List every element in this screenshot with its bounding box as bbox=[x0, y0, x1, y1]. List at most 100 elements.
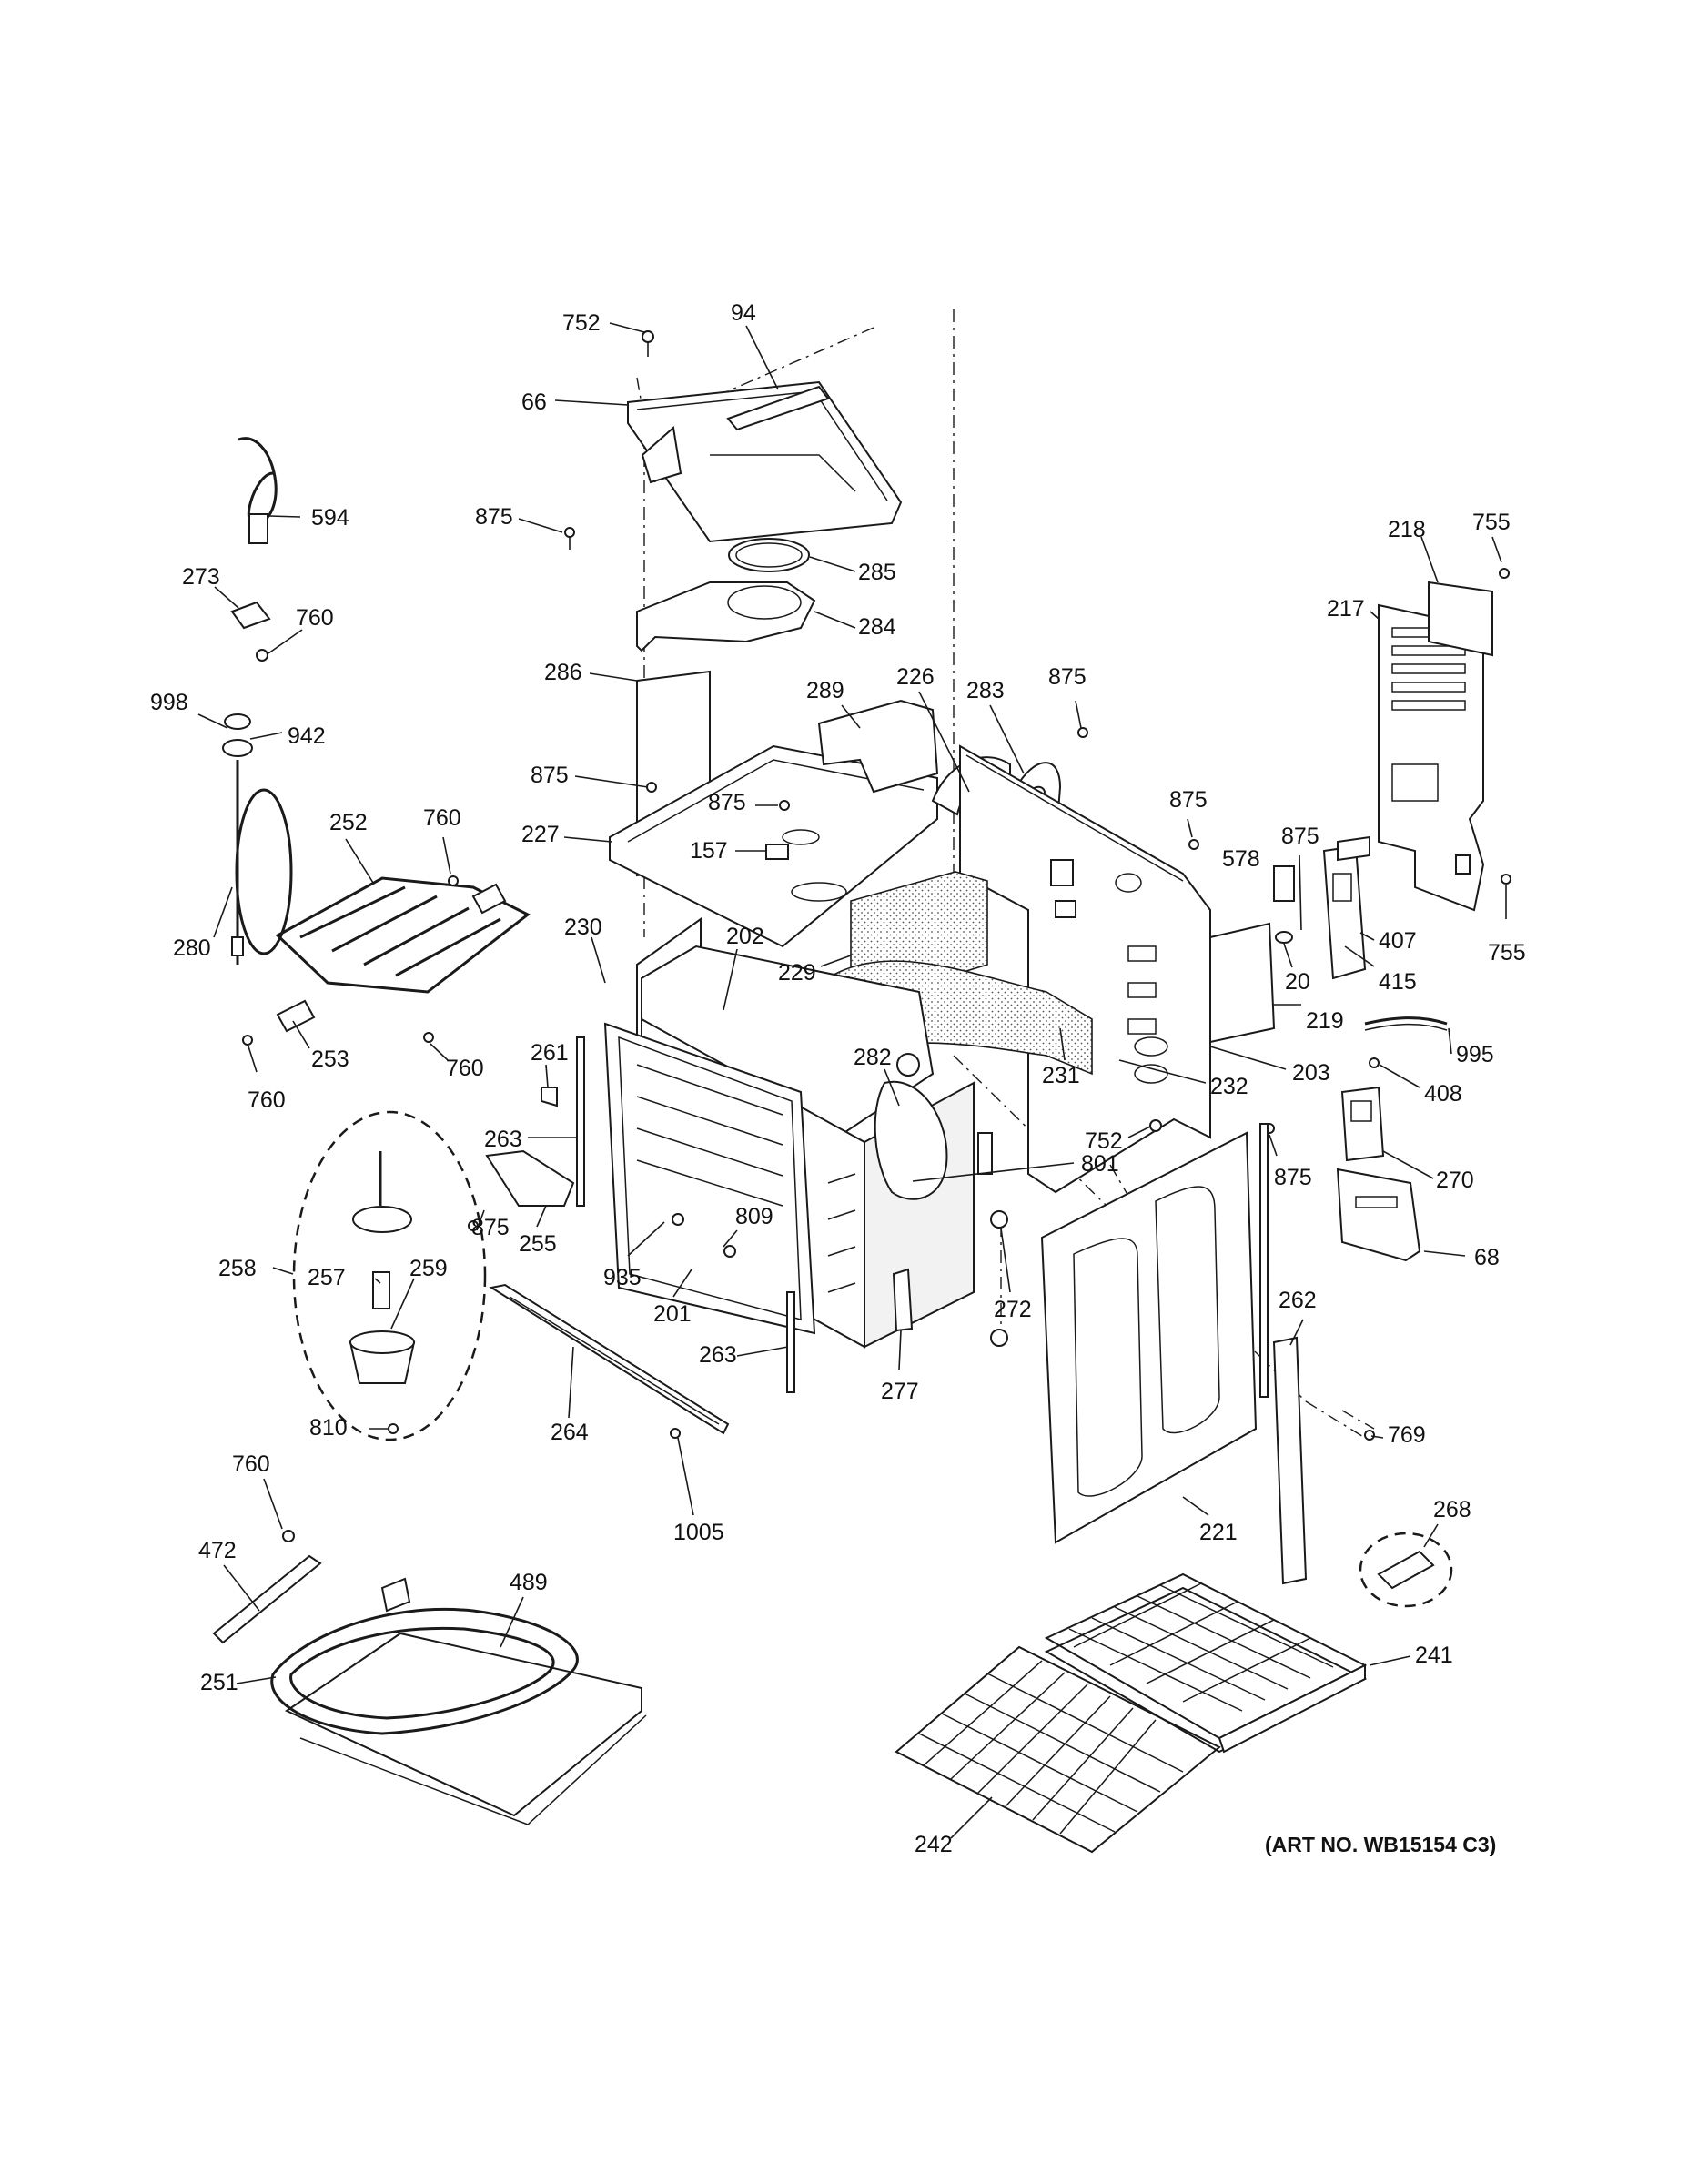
trim-bracket bbox=[485, 1149, 575, 1207]
callout-251: 251 bbox=[200, 1670, 238, 1695]
callout-241: 241 bbox=[1415, 1643, 1453, 1668]
front-trim-bottom bbox=[786, 1291, 795, 1393]
convection-fan bbox=[349, 1151, 416, 1384]
bumper-lower bbox=[990, 1329, 1008, 1347]
callout-232: 232 bbox=[1210, 1074, 1248, 1099]
callout-875: 875 bbox=[1169, 787, 1208, 813]
callout-252: 252 bbox=[329, 810, 368, 835]
front-trim-left bbox=[576, 1036, 585, 1207]
callout-752: 752 bbox=[562, 310, 601, 336]
callout-942: 942 bbox=[288, 723, 326, 749]
heat-shield-bracket bbox=[1209, 922, 1276, 1044]
callout-221: 221 bbox=[1199, 1520, 1238, 1545]
callout-809: 809 bbox=[735, 1204, 773, 1229]
broil-element bbox=[275, 876, 531, 994]
callout-94: 94 bbox=[731, 300, 756, 326]
meat-probe-jack bbox=[230, 437, 278, 662]
duct-gasket bbox=[728, 538, 810, 572]
art-number: (ART NO. WB15154 C3) bbox=[1265, 1833, 1496, 1856]
callout-489: 489 bbox=[510, 1570, 548, 1595]
callout-268: 268 bbox=[1433, 1497, 1471, 1522]
screw-875-top bbox=[564, 527, 575, 550]
leader-lines bbox=[197, 322, 1507, 1839]
callout-231: 231 bbox=[1042, 1063, 1080, 1088]
callout-755: 755 bbox=[1488, 940, 1526, 966]
callout-203: 203 bbox=[1292, 1060, 1330, 1086]
bake-element-shield bbox=[212, 1554, 322, 1644]
callout-258: 258 bbox=[218, 1256, 257, 1281]
callout-229: 229 bbox=[778, 960, 816, 986]
callout-594: 594 bbox=[311, 505, 349, 531]
board-bracket bbox=[1337, 835, 1370, 862]
callout-labels: 752 94 66 875 285 284 286 289 226 283 87… bbox=[150, 300, 1526, 1857]
callout-283: 283 bbox=[966, 678, 1005, 703]
side-panel bbox=[1040, 1131, 1258, 1544]
rack-glide-detail bbox=[1359, 1532, 1453, 1608]
callout-253: 253 bbox=[311, 1046, 349, 1072]
callout-875: 875 bbox=[475, 504, 513, 530]
callout-157: 157 bbox=[690, 838, 728, 864]
callout-760: 760 bbox=[232, 1451, 270, 1477]
callout-875: 875 bbox=[471, 1215, 510, 1240]
top-vent-trim bbox=[627, 380, 903, 543]
element-bracket bbox=[276, 999, 316, 1033]
callout-255: 255 bbox=[519, 1231, 557, 1257]
callout-284: 284 bbox=[858, 614, 896, 640]
callout-257: 257 bbox=[308, 1265, 346, 1290]
callout-272: 272 bbox=[994, 1297, 1032, 1322]
callout-230: 230 bbox=[564, 915, 602, 940]
sensor-bracket bbox=[817, 699, 939, 794]
callout-273: 273 bbox=[182, 564, 220, 590]
callout-875: 875 bbox=[708, 790, 746, 815]
callout-760: 760 bbox=[423, 805, 461, 831]
terminal-cover bbox=[1336, 1168, 1421, 1262]
callout-285: 285 bbox=[858, 560, 896, 585]
callout-875: 875 bbox=[1048, 664, 1087, 690]
callout-218: 218 bbox=[1388, 517, 1426, 542]
callout-760: 760 bbox=[296, 605, 334, 631]
callout-219: 219 bbox=[1306, 1008, 1344, 1034]
callout-875: 875 bbox=[531, 763, 569, 788]
callout-935: 935 bbox=[603, 1265, 642, 1290]
callout-66: 66 bbox=[521, 389, 547, 415]
callout-262: 262 bbox=[1279, 1288, 1317, 1313]
callout-875: 875 bbox=[1274, 1165, 1312, 1190]
callout-259: 259 bbox=[409, 1256, 448, 1281]
flat-rack bbox=[895, 1645, 1221, 1854]
callout-408: 408 bbox=[1424, 1081, 1462, 1107]
callout-277: 277 bbox=[881, 1379, 919, 1404]
bake-element bbox=[270, 1577, 647, 1825]
callout-998: 998 bbox=[150, 690, 188, 715]
thermal-fuse bbox=[1273, 865, 1295, 902]
control-board bbox=[1322, 844, 1367, 980]
callout-202: 202 bbox=[726, 924, 764, 949]
callout-68: 68 bbox=[1474, 1245, 1500, 1270]
convection-cover bbox=[874, 1080, 948, 1200]
screw-752-top bbox=[642, 330, 654, 357]
callout-261: 261 bbox=[531, 1040, 569, 1066]
callout-760: 760 bbox=[248, 1087, 286, 1113]
callout-201: 201 bbox=[653, 1301, 692, 1327]
callout-415: 415 bbox=[1379, 969, 1417, 995]
callout-760: 760 bbox=[446, 1056, 484, 1081]
hinge-receiver bbox=[541, 1087, 558, 1107]
callout-407: 407 bbox=[1379, 928, 1417, 954]
sensor-assembly bbox=[222, 713, 293, 965]
callout-472: 472 bbox=[198, 1538, 237, 1563]
callout-242: 242 bbox=[915, 1832, 953, 1857]
callout-217: 217 bbox=[1327, 596, 1365, 622]
callout-263: 263 bbox=[484, 1127, 522, 1152]
callout-280: 280 bbox=[173, 935, 211, 961]
shield-plate bbox=[1428, 581, 1493, 657]
side-trim bbox=[1272, 1336, 1308, 1585]
rear-panel bbox=[959, 744, 1211, 1194]
wire-harness bbox=[1364, 1016, 1448, 1026]
callout-752: 752 bbox=[1085, 1128, 1123, 1154]
callout-263: 263 bbox=[699, 1342, 737, 1368]
callout-801: 801 bbox=[1081, 1151, 1119, 1177]
callout-270: 270 bbox=[1436, 1168, 1474, 1193]
callout-995: 995 bbox=[1456, 1042, 1494, 1067]
callout-227: 227 bbox=[521, 822, 560, 847]
door-latch bbox=[892, 1268, 914, 1332]
extension-rack bbox=[1044, 1572, 1368, 1754]
